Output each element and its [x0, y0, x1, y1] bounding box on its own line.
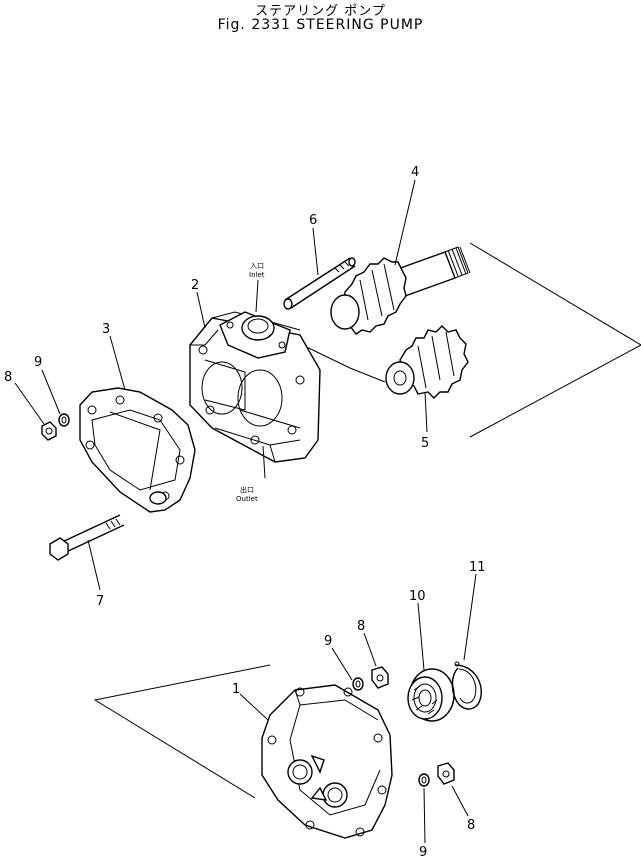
pump-body-part-2: [189, 279, 321, 479]
callout-8-lower-right: 8: [467, 818, 475, 833]
callout-10: 10: [409, 589, 426, 604]
callout-numbers: 1 2 3 4 5 6 7 8 8 8 9 9 9 10 11: [4, 165, 486, 857]
callout-5: 5: [421, 436, 429, 451]
callout-11: 11: [469, 560, 486, 575]
callout-6: 6: [309, 213, 317, 228]
snap-ring-part-11: [451, 661, 482, 710]
svg-text:出口: 出口: [240, 485, 254, 494]
callout-8-upper-left: 8: [4, 370, 12, 385]
rear-cover-part-3: [79, 387, 196, 513]
diagram-title-japanese: ステアリング ポンプ: [255, 4, 386, 19]
callout-3: 3: [102, 322, 110, 337]
bearing-part-10: [407, 668, 455, 722]
callout-2: 2: [191, 278, 199, 293]
callout-9-lower-bottom: 9: [419, 845, 427, 857]
bolt-part-7: [49, 514, 125, 561]
dowel-pin-part-6: [283, 257, 356, 310]
callout-4: 4: [411, 165, 419, 180]
diagram-title: Fig. 2331 STEERING PUMP: [217, 17, 424, 33]
callout-1: 1: [232, 682, 240, 697]
front-cover-part-1: [261, 684, 393, 839]
callout-9-upper-left: 9: [34, 355, 42, 370]
svg-text:Outlet: Outlet: [236, 495, 258, 503]
callout-7: 7: [96, 594, 104, 609]
callout-8-lower-middle: 8: [357, 619, 365, 634]
nut-washer-upper-left: [41, 413, 70, 441]
inlet-label: 入口 Inlet: [249, 262, 265, 279]
assembly-guide-lines: [93, 242, 641, 799]
drive-gear-shaft-part-4: [330, 246, 471, 335]
svg-text:Inlet: Inlet: [249, 271, 265, 279]
nut-washer-lower-upper: [352, 666, 389, 691]
nut-washer-lower-lower: [418, 762, 455, 787]
svg-text:入口: 入口: [250, 262, 264, 270]
driven-gear-part-5: [385, 325, 469, 399]
callout-9-lower-middle: 9: [324, 634, 332, 649]
callout-leaders: [14, 179, 477, 844]
outlet-label: 出口 Outlet: [236, 485, 258, 503]
